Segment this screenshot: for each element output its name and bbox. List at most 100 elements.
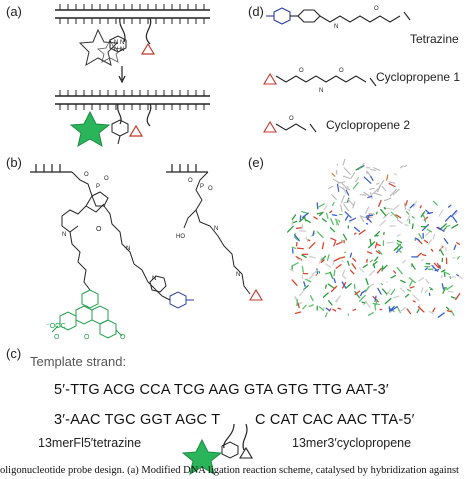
model-bond [374, 304, 377, 311]
model-bond [385, 207, 393, 210]
svg-text:N: N [126, 246, 130, 252]
svg-text:N: N [319, 88, 323, 94]
model-bond [313, 216, 318, 220]
model-bond [374, 230, 381, 237]
model-bond [445, 224, 451, 228]
model-bond [437, 226, 445, 232]
model-bond [332, 178, 341, 184]
svg-text:O: O [289, 116, 294, 122]
model-bond [392, 204, 400, 211]
model-bond [455, 292, 461, 301]
model-bond [337, 307, 342, 310]
model-bond [452, 216, 458, 223]
model-bond [427, 239, 433, 245]
model-bond [363, 191, 370, 197]
model-bond [432, 200, 438, 206]
model-bond [450, 296, 456, 299]
model-bond [407, 209, 411, 211]
model-bond [367, 312, 374, 316]
model-bond [396, 247, 402, 253]
svg-text:N N: N N [114, 47, 124, 53]
model-bond [364, 206, 370, 215]
model-bond [421, 223, 429, 232]
model-bond [379, 219, 386, 227]
model-bond [433, 262, 440, 269]
model-bond [298, 216, 306, 223]
model-bond [439, 249, 444, 256]
model-bond [332, 260, 335, 266]
model-bond [380, 283, 383, 286]
model-bond [402, 259, 407, 264]
model-bond [388, 181, 396, 184]
model-bond [374, 299, 378, 306]
model-bond [420, 259, 424, 262]
model-bond [358, 295, 366, 302]
panel-b-label: (b) [6, 155, 22, 170]
model-bond [436, 262, 441, 269]
model-bond [369, 187, 376, 190]
model-bond [360, 215, 367, 219]
svg-text:N: N [152, 276, 156, 282]
model-bond [378, 199, 382, 207]
model-bond [341, 259, 344, 263]
model-bond [309, 255, 316, 259]
model-bond [373, 192, 382, 197]
model-bond [375, 250, 381, 255]
model-bond [388, 182, 396, 188]
model-bond [335, 263, 342, 269]
model-bond [334, 295, 341, 303]
svg-text:P: P [200, 184, 204, 190]
model-bond [297, 302, 300, 309]
model-bond [396, 219, 403, 224]
model-bond [439, 223, 447, 230]
model-bond [366, 214, 374, 217]
model-bond [389, 188, 397, 197]
model-bond [361, 301, 366, 304]
model-bond [390, 305, 398, 312]
model-bond [311, 269, 318, 276]
model-bond [333, 258, 340, 262]
svg-text:O: O [188, 178, 193, 184]
model-bond [341, 274, 347, 280]
model-bond [416, 308, 420, 314]
model-bond [408, 280, 413, 287]
model-bond [400, 279, 406, 284]
model-bond [327, 185, 334, 190]
model-bond [443, 271, 451, 275]
model-bond [399, 165, 404, 169]
model-bond [338, 219, 341, 223]
svg-text:O: O [104, 176, 109, 182]
model-bond [323, 205, 328, 211]
model-bond [301, 210, 309, 214]
model-bond [332, 308, 337, 312]
model-bond [453, 244, 457, 251]
model-bond [444, 246, 447, 252]
model-bond [346, 186, 351, 191]
model-bond [374, 295, 377, 302]
model-bond [321, 242, 325, 250]
template-sequence: 5′-TTG ACG CCA TCG AAG GTA GTG TTG AAT-3… [54, 382, 389, 398]
model-bond [336, 183, 340, 192]
model-bond [329, 210, 333, 214]
model-bond [392, 188, 400, 196]
model-bond [325, 307, 331, 312]
panel-e-label: (e) [248, 155, 264, 170]
model-bond [445, 306, 450, 311]
model-bond [451, 223, 459, 229]
model-bond [454, 210, 459, 216]
model-bond [381, 265, 384, 272]
model-bond [329, 227, 336, 233]
model-bond [373, 167, 381, 172]
model-bond [369, 192, 373, 200]
model-bond [352, 182, 359, 190]
model-bond [316, 231, 324, 239]
model-bond [294, 296, 298, 300]
svg-text:O: O [339, 68, 344, 74]
model-bond [380, 208, 387, 217]
model-bond [364, 286, 370, 293]
model-bond [447, 204, 452, 208]
model-bond [404, 223, 409, 227]
model-bond [382, 264, 388, 270]
model-bond [399, 306, 407, 313]
